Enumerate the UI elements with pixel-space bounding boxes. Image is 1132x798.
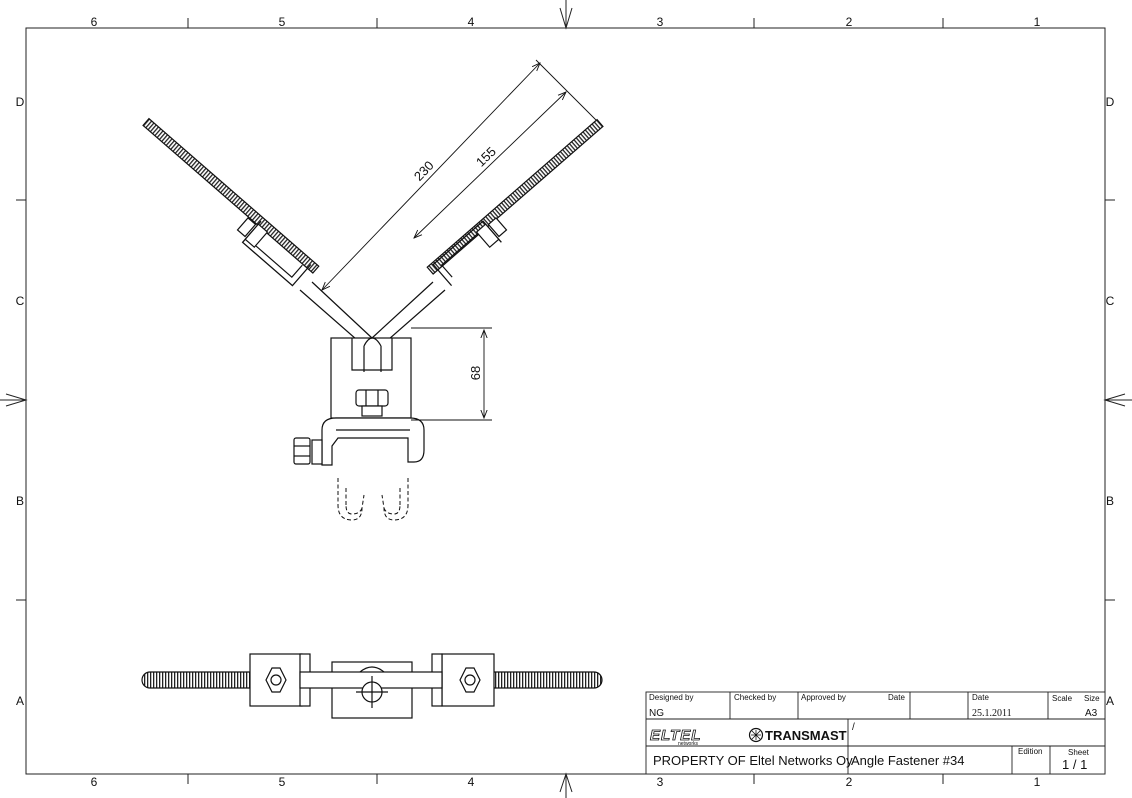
top-right-nut bbox=[459, 667, 481, 693]
top-right-rod bbox=[481, 671, 603, 689]
label-approved-by: Approved by bbox=[801, 693, 846, 702]
dim-overall-length: 230 bbox=[411, 158, 437, 184]
label-size: Size bbox=[1084, 694, 1100, 703]
value-size: A3 bbox=[1085, 708, 1098, 719]
zone-col-1-bottom: 1 bbox=[1034, 775, 1041, 789]
transmast-logo: TRANSMAST bbox=[748, 727, 847, 743]
label-designed-by: Designed by bbox=[649, 693, 693, 702]
label-checked-by: Checked by bbox=[734, 693, 776, 702]
left-clamp bbox=[236, 217, 312, 287]
dim-thread-length: 155 bbox=[473, 144, 499, 170]
hook-clamp bbox=[321, 417, 425, 466]
zone-col-5-bottom: 5 bbox=[279, 775, 286, 789]
zone-row-c-right: C bbox=[1106, 294, 1115, 308]
top-left-rod bbox=[141, 671, 263, 689]
right-threaded-rod bbox=[426, 118, 604, 275]
property-text: PROPERTY OF Eltel Networks Oy bbox=[653, 753, 853, 768]
title-block-text: Designed by NG Checked by Approved by Da… bbox=[649, 693, 1100, 772]
top-view bbox=[141, 653, 603, 719]
zone-col-6-top: 6 bbox=[91, 15, 98, 29]
drawing-title: Angle Fastener #34 bbox=[851, 753, 964, 768]
label-date: Date bbox=[972, 693, 989, 702]
svg-text:ELTEL: ELTEL bbox=[650, 727, 701, 744]
zone-labels: 6 5 4 3 2 1 6 5 4 3 2 1 D C B A D C B A bbox=[16, 15, 1115, 789]
zone-row-d-right: D bbox=[1106, 95, 1115, 109]
eltel-logo: ELTEL networks bbox=[650, 727, 701, 747]
zone-row-c-left: C bbox=[16, 294, 25, 308]
title-block bbox=[645, 691, 1106, 775]
zone-col-4-top: 4 bbox=[468, 15, 475, 29]
top-left-nut bbox=[265, 667, 287, 693]
zone-col-3-bottom: 3 bbox=[657, 775, 664, 789]
zone-row-d-left: D bbox=[16, 95, 25, 109]
svg-text:networks: networks bbox=[678, 741, 699, 747]
zone-row-b-right: B bbox=[1106, 494, 1114, 508]
dimension-labels: 230 155 68 bbox=[411, 144, 499, 380]
label-edition: Edition bbox=[1018, 747, 1042, 756]
svg-text:TRANSMAST: TRANSMAST bbox=[765, 728, 847, 743]
zone-col-2-bottom: 2 bbox=[846, 775, 853, 789]
zone-col-2-top: 2 bbox=[846, 15, 853, 29]
front-view bbox=[142, 117, 604, 521]
zone-col-4-bottom: 4 bbox=[468, 775, 475, 789]
dimensions bbox=[322, 59, 597, 421]
value-date: 25.1.2011 bbox=[972, 708, 1012, 719]
zone-row-a-left: A bbox=[16, 694, 24, 708]
zone-col-5-top: 5 bbox=[279, 15, 286, 29]
right-clamp bbox=[432, 217, 508, 287]
center-bolt bbox=[355, 389, 389, 407]
label-approved-date: Date bbox=[888, 693, 905, 702]
zone-row-b-left: B bbox=[16, 494, 24, 508]
label-sheet: Sheet bbox=[1068, 748, 1090, 757]
cable-outline bbox=[337, 478, 409, 521]
transmast-emblem-icon bbox=[748, 727, 764, 743]
left-threaded-rod bbox=[142, 117, 320, 274]
zone-col-6-bottom: 6 bbox=[91, 775, 98, 789]
side-set-screw bbox=[293, 437, 311, 465]
label-scale: Scale bbox=[1052, 694, 1073, 703]
zone-col-3-top: 3 bbox=[657, 15, 664, 29]
value-designed-by: NG bbox=[649, 708, 664, 719]
field-slash: / bbox=[852, 722, 855, 733]
zone-row-a-right: A bbox=[1106, 694, 1114, 708]
dim-height: 68 bbox=[468, 366, 483, 380]
zone-col-1-top: 1 bbox=[1034, 15, 1041, 29]
value-sheet: 1 / 1 bbox=[1062, 757, 1087, 772]
